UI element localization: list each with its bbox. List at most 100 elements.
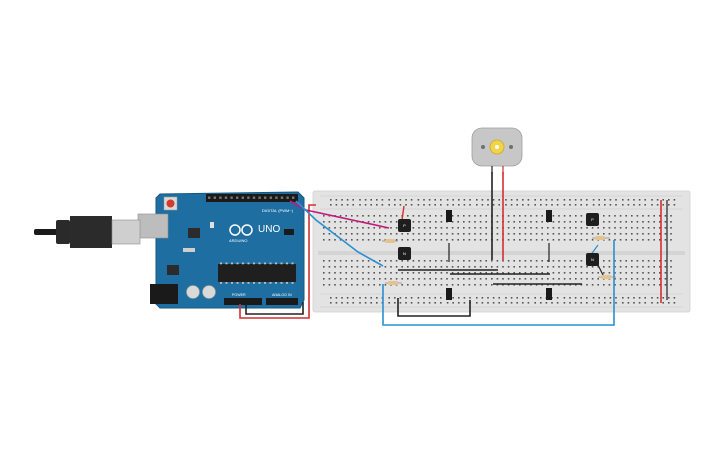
transistor-q4[interactable]: N (586, 253, 599, 266)
strip-hole (463, 233, 465, 235)
strip-hole (541, 227, 543, 229)
strip-hole (435, 239, 437, 241)
resistor-2[interactable] (385, 281, 402, 285)
diode-3[interactable] (446, 288, 452, 300)
strip-hole (530, 266, 532, 268)
strip-hole (423, 239, 426, 241)
strip-hole (367, 260, 370, 262)
strip-hole (429, 227, 431, 229)
strip-hole (664, 260, 667, 262)
strip-hole (535, 260, 538, 262)
rail-hole (452, 204, 454, 206)
rail-hole (440, 297, 442, 299)
rail-hole (638, 302, 641, 304)
chip-pin (253, 282, 255, 284)
strip-hole (619, 266, 622, 268)
rail-hole (346, 302, 349, 304)
strip-hole (513, 221, 515, 223)
rail-hole (417, 297, 420, 299)
strip-hole (423, 272, 426, 274)
strip-hole (563, 284, 566, 286)
dc-motor-icon[interactable] (471, 127, 523, 174)
resistor-4[interactable] (598, 275, 616, 279)
strip-hole (362, 215, 364, 217)
strip-hole (345, 227, 347, 229)
strip-hole (580, 239, 583, 241)
rail-hole (423, 297, 425, 299)
rail-hole (574, 199, 577, 201)
wire-5v-red[interactable] (239, 204, 316, 319)
strip-hole (351, 266, 353, 268)
transistor-q1-label: P (403, 223, 406, 228)
rail-hole (394, 199, 396, 201)
strip-hole (412, 239, 415, 241)
strip-hole (586, 233, 588, 235)
strip-hole (541, 260, 543, 262)
diode-2[interactable] (546, 210, 552, 222)
wire-gnd-black[interactable] (245, 302, 304, 315)
reset-button[interactable] (166, 199, 175, 208)
strip-hole (502, 284, 504, 286)
strip-hole (569, 227, 571, 229)
strip-hole (647, 233, 650, 235)
strip-hole (513, 215, 515, 217)
strip-hole (407, 215, 409, 217)
strip-hole (457, 260, 459, 262)
strip-hole (586, 272, 588, 274)
strip-hole (328, 284, 331, 286)
arduino-uno-board[interactable]: DIGITAL (PWM~) UNO ARDUINO POWER ANALOG … (137, 191, 305, 309)
rail-hole (656, 297, 659, 299)
strip-hole (541, 215, 543, 217)
chip-pin (291, 262, 294, 265)
transistor-q1[interactable]: P (398, 219, 411, 232)
strip-hole (457, 272, 459, 274)
rail-hole (540, 204, 542, 206)
strip-hole (345, 260, 347, 262)
resistor-3[interactable] (592, 236, 610, 240)
wire-signal-blue[interactable] (295, 200, 384, 267)
resistor-1[interactable] (382, 239, 398, 243)
motor-screw-right (509, 145, 513, 149)
rail-hole (522, 199, 524, 201)
strip-hole (653, 239, 655, 241)
strip-hole (485, 260, 487, 262)
strip-hole (496, 284, 499, 286)
strip-hole (401, 260, 403, 262)
strip-hole (631, 266, 633, 268)
strip-hole (323, 215, 325, 217)
strip-hole (580, 227, 583, 229)
strip-hole (519, 272, 521, 274)
transistor-q3[interactable]: P (586, 213, 599, 226)
wire-black-loop[interactable] (397, 298, 471, 317)
strip-hole (485, 215, 487, 217)
strip-hole (407, 278, 409, 280)
strip-hole (636, 260, 639, 262)
transistor-q2[interactable]: N (398, 247, 411, 260)
wire-q1-red[interactable] (401, 205, 405, 221)
rail-hole (516, 199, 518, 201)
strip-hole (339, 266, 342, 268)
strip-hole (491, 284, 493, 286)
strip-hole (659, 272, 661, 274)
rail-hole (627, 204, 630, 206)
strip-hole (513, 233, 515, 235)
strip-hole (418, 278, 420, 280)
wire-blue-loop[interactable] (382, 240, 615, 326)
strip-hole (373, 227, 375, 229)
rail-hole (410, 204, 413, 206)
strip-hole (451, 284, 454, 286)
strip-hole (468, 233, 471, 235)
diode-1[interactable] (446, 210, 452, 222)
strip-hole (435, 272, 437, 274)
diode-4[interactable] (546, 288, 552, 300)
strip-hole (485, 272, 487, 274)
rail-hole (668, 302, 670, 304)
rail-hole (622, 199, 624, 201)
strip-hole (407, 239, 409, 241)
strip-hole (379, 221, 381, 223)
strip-hole (636, 215, 639, 217)
strip-hole (575, 278, 577, 280)
strip-hole (575, 272, 577, 274)
usb-cable-icon[interactable] (34, 216, 141, 248)
chip-pin (220, 282, 222, 284)
